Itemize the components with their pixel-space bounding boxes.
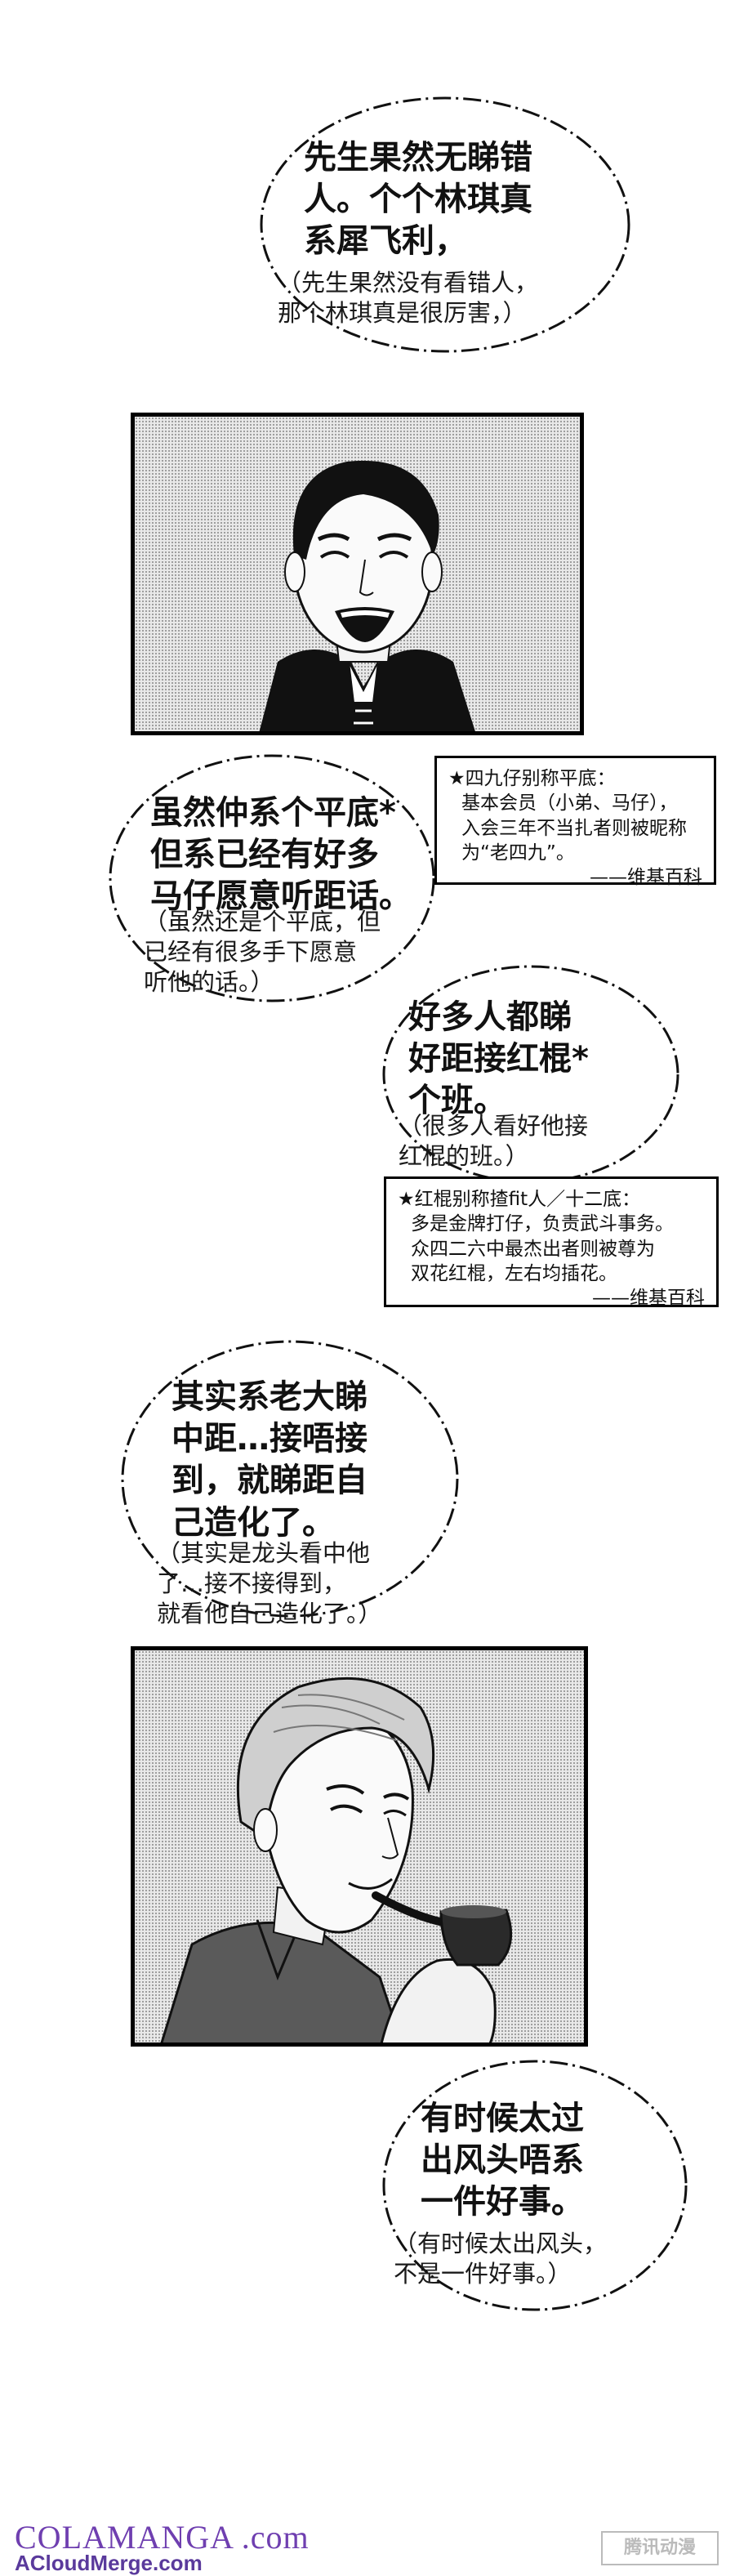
bubble-outline <box>109 754 435 1002</box>
bubble-outline <box>121 1340 459 1618</box>
bubble-4-translation: （其实是龙头看中他了…接不接得到，就看他自己造化了。） <box>157 1539 382 1628</box>
footnote-box-1: ★四九仔别称平底： 基本会员（小弟、马仔）， 入会三年不当扎者则被昵称 为“老四… <box>434 756 716 888</box>
speech-bubble-3: 好多人都睇好距接红棍*个班。 （很多人看好他接红棍的班。） <box>359 960 694 1205</box>
footnote-2-line: 多是金牌打仔，负责武斗事务。 <box>411 1213 674 1235</box>
bubble-1-main: 先生果然无睇错人。个个林琪真系犀飞利， <box>304 139 532 261</box>
footnote-1-line: 为“老四九”。 <box>461 842 575 864</box>
bubble-5-translation: （有时候太出风头，不是一件好事。） <box>394 2230 608 2288</box>
footnote-2-source: ——维基百科 <box>592 1288 705 1310</box>
bubble-1-translation: （先生果然没有看错人，那个林琪真是很厉害，） <box>278 269 539 328</box>
bubble-outline <box>382 965 679 1184</box>
footnote-1-line: 入会三年不当扎者则被昵称 <box>461 817 687 839</box>
panel-man-with-pipe <box>131 1646 588 2047</box>
bubble-3-main: 好多人都睇好距接红棍*个班。 <box>408 998 589 1120</box>
footnote-1-source: ——维基百科 <box>590 867 702 889</box>
bubble-2-main: 虽然仲系个平底*但系已经有好多马仔愿意听距话。 <box>150 794 412 916</box>
man-smiling-illustration <box>259 460 475 731</box>
speech-bubble-4: 其实系老大睇中距…接唔接到，就睇距自己造化了。 （其实是龙头看中他了…接不接得到… <box>106 1336 466 1638</box>
bubble-outline <box>382 2060 688 2311</box>
bubble-5-main: 有时候太过出风头唔系一件好事。 <box>421 2100 584 2221</box>
speech-bubble-2: 虽然仲系个平底*但系已经有好多马仔愿意听距话。 （虽然还是个平底，但已经有很多手… <box>105 748 439 1021</box>
bubble-outline <box>260 96 630 353</box>
footnote-2-line: 双花红棍，左右均插花。 <box>411 1263 617 1285</box>
watermark-badge: 腾讯动漫 <box>601 2531 719 2565</box>
footnote-box-2: ★红棍别称揸fit人／十二底： 多是金牌打仔，负责武斗事务。 众四二六中最杰出者… <box>384 1176 719 1310</box>
bubble-3-translation: （很多人看好他接红棍的班。） <box>399 1112 589 1171</box>
speech-bubble-5: 有时候太过出风头唔系一件好事。 （有时候太出风头，不是一件好事。） <box>359 2051 702 2333</box>
speech-bubble-1: 先生果然无睇错人。个个林琪真系犀飞利， （先生果然没有看错人，那个林琪真是很厉害… <box>253 90 637 359</box>
man-with-pipe-illustration <box>160 1676 513 2042</box>
bubble-4-main: 其实系老大睇中距…接唔接到，就睇距自己造化了。 <box>172 1378 368 1542</box>
bubble-2-translation: （虽然还是个平底，但已经有很多手下愿意听他的话。） <box>144 908 381 997</box>
watermark-site: ACloudMerge.com <box>15 2551 203 2575</box>
footnote-2-line: ★红棍别称揸fit人／十二底： <box>398 1189 641 1210</box>
footnote-2-line: 众四二六中最杰出者则被尊为 <box>411 1238 655 1260</box>
footnote-1-line: ★四九仔别称平底： <box>448 768 616 789</box>
panel-man-smiling <box>131 413 584 735</box>
footnote-1-line: 基本会员（小弟、马仔）， <box>461 792 678 815</box>
watermark-brand: COLAMANGA .com <box>15 2519 310 2556</box>
